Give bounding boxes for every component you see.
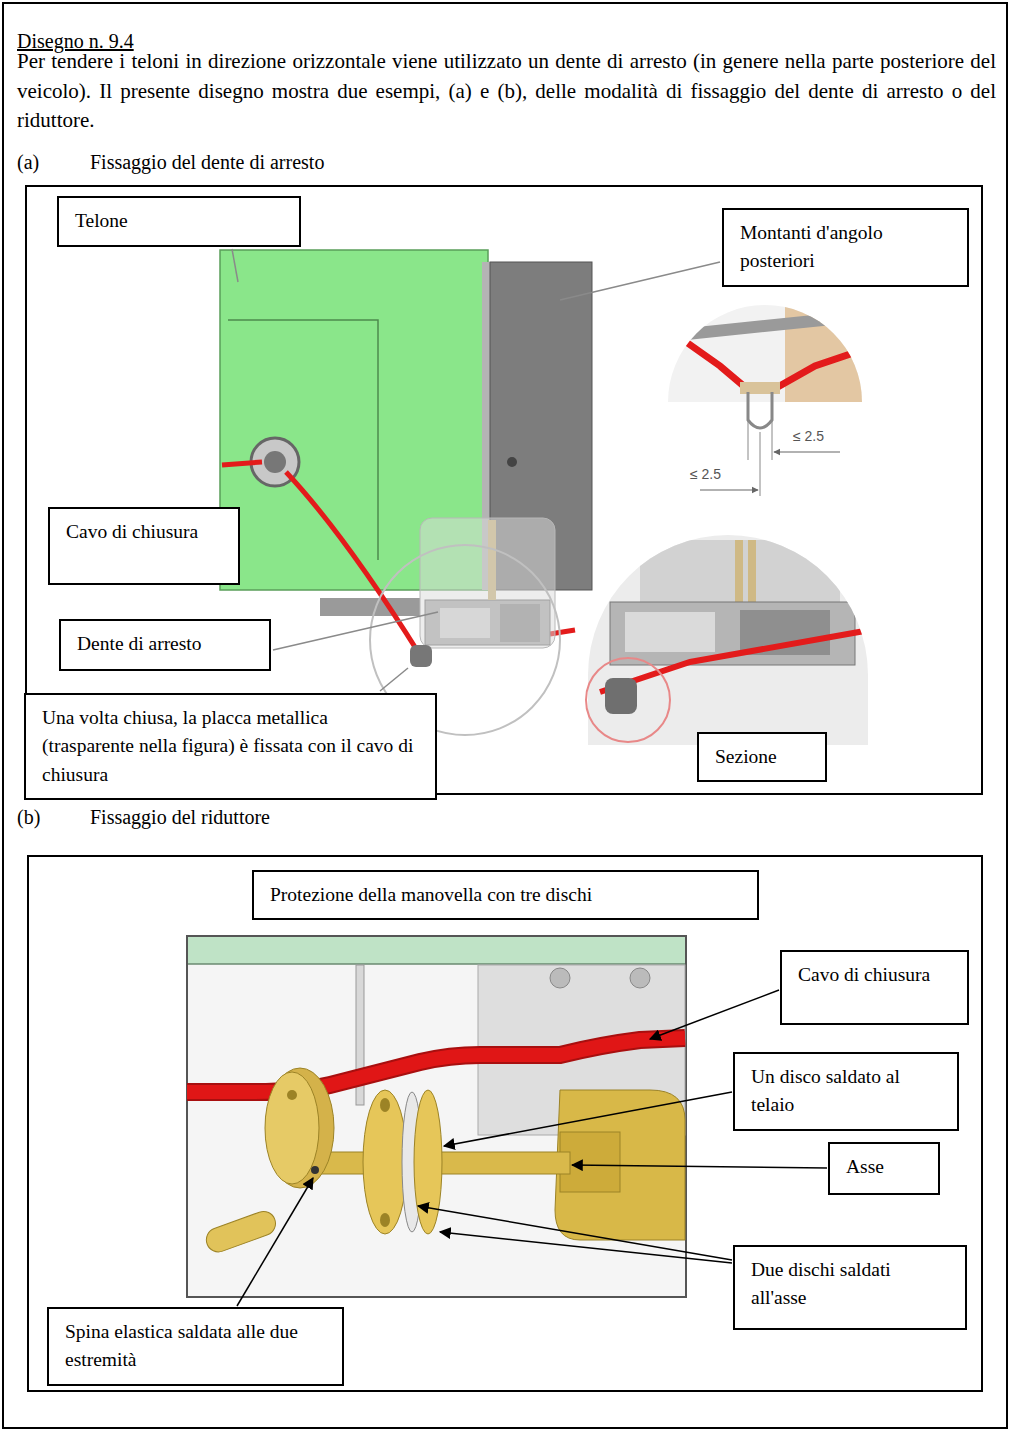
hole xyxy=(380,1098,390,1112)
callout-box: Una volta chiusa, la placca metallica (t… xyxy=(24,693,437,800)
highlight-circle xyxy=(586,658,670,742)
panel-letter: (b) xyxy=(17,806,40,829)
callout-text: Asse xyxy=(846,1153,922,1181)
figure-ground xyxy=(187,936,686,1297)
metal-plate xyxy=(420,518,555,648)
panel-letter: (a) xyxy=(17,151,39,174)
callout-box: Asse xyxy=(828,1142,940,1195)
crank-face xyxy=(265,1072,319,1184)
roller xyxy=(625,612,715,652)
extension-line xyxy=(748,420,772,496)
leader-lines-a xyxy=(232,249,720,691)
leader-arrow xyxy=(418,1206,732,1260)
callout-box: Protezione della manovella con tre disch… xyxy=(252,870,759,920)
rod xyxy=(735,540,743,602)
dimension-label: ≤ 2.5 xyxy=(690,466,721,482)
cable-hook xyxy=(410,645,432,667)
u-clip xyxy=(748,392,772,428)
panel-heading-wrap: Fissaggio del riduttore xyxy=(90,806,270,829)
callout-box: Telone xyxy=(57,196,301,247)
callout-text: Spina elastica saldata alle due estremit… xyxy=(65,1318,326,1375)
dimension-label-wrap: ≤ 2.5 xyxy=(690,466,721,482)
floor-band xyxy=(188,937,685,964)
figure-panel: (b)Fissaggio del riduttoreProtezione del… xyxy=(27,855,983,1392)
post-section xyxy=(640,540,840,605)
section-ground xyxy=(585,530,875,750)
rod xyxy=(748,540,756,602)
callout-box: Un disco saldato al telaio xyxy=(733,1052,959,1131)
callout-text: Telone xyxy=(75,207,283,235)
detail-section xyxy=(585,530,875,750)
closing-cable xyxy=(672,332,862,388)
figure-panel: (a)Fissaggio del dente di arrestoTeloneM… xyxy=(25,185,983,795)
wood xyxy=(785,300,865,405)
intro-paragraph-wrap: Per tendere i teloni in direzione orizzo… xyxy=(17,47,996,136)
callout-box: Cavo di chiusura xyxy=(780,950,969,1025)
callout-box: Spina elastica saldata alle due estremit… xyxy=(47,1307,344,1386)
callout-box: Dente di arresto xyxy=(59,619,271,671)
axle xyxy=(320,1152,570,1174)
panel-heading-wrap: Fissaggio del dente di arresto xyxy=(90,151,324,174)
leader-line xyxy=(232,249,238,282)
intro-paragraph: Per tendere i teloni in direzione orizzo… xyxy=(17,47,996,136)
cable-hook xyxy=(605,678,637,714)
dimension-label-wrap: ≤ 2.5 xyxy=(793,428,824,444)
bolt xyxy=(630,968,650,988)
closing-cable-shadow xyxy=(187,1038,685,1092)
leader-line xyxy=(273,612,438,650)
clip-head xyxy=(740,382,780,394)
bolt xyxy=(550,968,570,988)
hole xyxy=(287,1090,297,1100)
dimension-label: ≤ 2.5 xyxy=(793,428,824,444)
panel-heading: Fissaggio del dente di arresto xyxy=(90,151,324,174)
callout-text: Dente di arresto xyxy=(77,630,253,658)
callout-box: Due dischi saldati all'asse xyxy=(733,1245,967,1330)
rail xyxy=(668,310,862,342)
crank-collar xyxy=(266,1068,334,1188)
leader-arrow xyxy=(440,1232,732,1263)
bolt xyxy=(507,457,517,467)
dimension-line xyxy=(774,451,840,452)
leader-arrow xyxy=(650,990,779,1039)
grommet-hole xyxy=(264,451,286,473)
callout-text: Un disco saldato al telaio xyxy=(751,1063,941,1120)
callout-box: Cavo di chiusura xyxy=(48,507,240,585)
disc xyxy=(363,1090,407,1234)
callout-text: Cavo di chiusura xyxy=(798,961,951,989)
leader-line xyxy=(560,262,720,300)
crank-handle xyxy=(203,1208,279,1255)
callout-text: Cavo di chiusura xyxy=(66,518,222,546)
tarp-seam xyxy=(228,320,378,560)
callout-box: Montanti d'angolo posteriori xyxy=(722,208,969,287)
tarp-illustration xyxy=(220,250,592,735)
callout-text: Sezione xyxy=(715,743,809,771)
reducer-illustration xyxy=(187,936,686,1297)
leader-arrow xyxy=(237,1178,313,1306)
disc xyxy=(414,1090,442,1234)
leader-line xyxy=(380,668,408,691)
panel-heading-wrap: (b) xyxy=(17,806,40,829)
hole xyxy=(380,1213,390,1227)
callout-text: Due dischi saldati all'asse xyxy=(751,1256,949,1313)
leader-arrow xyxy=(444,1092,732,1146)
callout-text: Montanti d'angolo posteriori xyxy=(740,219,951,276)
closing-cable xyxy=(187,1038,685,1092)
callout-box: Sezione xyxy=(697,732,827,782)
dimension-line xyxy=(700,489,758,490)
panel-heading: Fissaggio del riduttore xyxy=(90,806,270,829)
callout-text: Una volta chiusa, la placca metallica (t… xyxy=(42,704,419,789)
panel-heading-wrap: (a) xyxy=(17,151,39,174)
spring-pin xyxy=(311,1166,319,1174)
detail-top xyxy=(668,300,865,405)
closing-cable xyxy=(600,630,870,692)
callout-text: Protezione della manovella con tre disch… xyxy=(270,881,741,909)
frame-rail xyxy=(320,598,420,616)
page-frame xyxy=(3,3,1007,1428)
leader-arrow xyxy=(572,1165,827,1168)
